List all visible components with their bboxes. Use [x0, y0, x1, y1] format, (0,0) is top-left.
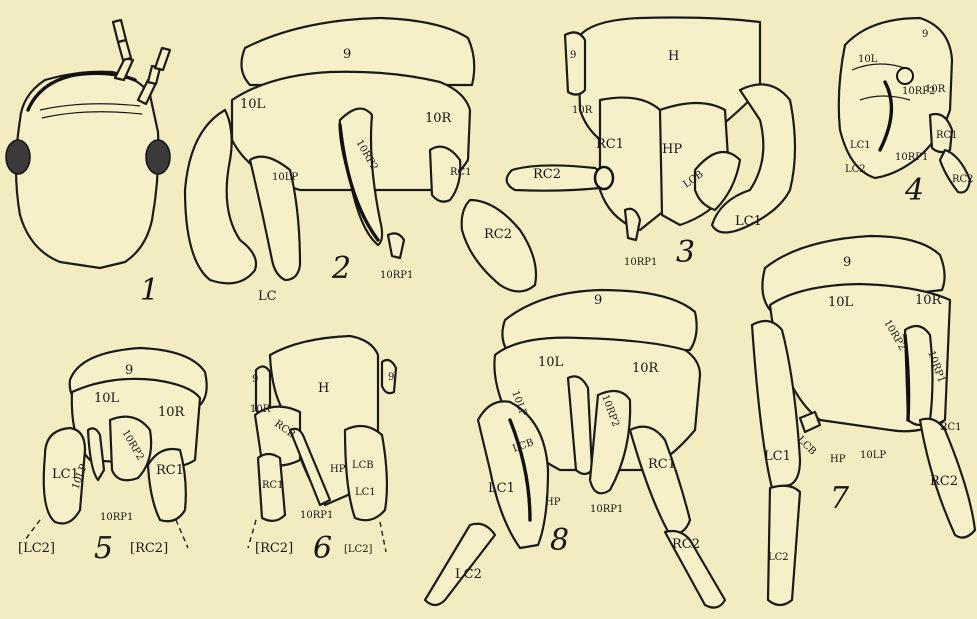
- fig7-label-RC2: RC2: [930, 474, 958, 489]
- fig6-label-9-left: 9: [252, 374, 258, 385]
- figure-4-number: 4: [904, 173, 924, 208]
- figure-7: 9 10L 10R 10RP2 10RP1 LCB HP 10LP LC1 RC…: [752, 236, 975, 605]
- fig2-label-9: 9: [343, 47, 351, 62]
- right-antenna: [138, 48, 170, 104]
- fig3-label-10R: 10R: [572, 105, 593, 116]
- fig8-label-RC1: RC1: [648, 457, 676, 472]
- fig6-label-RC2-bracket: [RC2]: [255, 541, 293, 556]
- fig4-label-LC2: LC2: [845, 164, 866, 175]
- fig7-label-10L: 10L: [828, 295, 854, 310]
- fig6-label-H: H: [318, 381, 329, 396]
- fig4-label-10R: 10R: [925, 84, 946, 95]
- fig5-label-RC1: RC1: [156, 463, 184, 478]
- fig7-label-9: 9: [843, 255, 851, 270]
- fig3-label-9: 9: [570, 50, 576, 61]
- fig6-label-HP: HP: [330, 464, 346, 475]
- figure-8: 9 10L 10R 10LP 10RP2 LCB HP 10RP1 LC1 RC…: [425, 290, 725, 608]
- fig6-label-LCB: LCB: [352, 460, 374, 471]
- fig3-label-H: H: [668, 49, 679, 64]
- figure-1-number: 1: [140, 273, 159, 308]
- fig2-label-10LP: 10LP: [272, 172, 298, 183]
- fig2-label-LC: LC: [258, 289, 277, 304]
- fig8-label-9: 9: [594, 293, 602, 308]
- fig3-label-RC1: RC1: [596, 137, 624, 152]
- fig5-label-10RP1: 10RP1: [100, 512, 133, 523]
- figure-1-head: 1: [6, 20, 170, 308]
- fig4-label-9: 9: [922, 29, 928, 40]
- fig8-label-LC2: LC2: [455, 567, 482, 582]
- fig2-label-10R: 10R: [425, 111, 453, 126]
- figure-3-number: 3: [676, 235, 695, 270]
- fig7-label-RC1: RC1: [940, 422, 962, 433]
- fig7-label-LC2: LC2: [768, 552, 789, 563]
- fig6-label-10R: 10R: [250, 404, 271, 415]
- figure-4: 9 10L 10RP2 10R LC1 LC2 10RP1 RC1 RC2 4: [839, 18, 974, 208]
- fig4-label-10L: 10L: [858, 54, 878, 65]
- fig4-label-RC1: RC1: [936, 130, 958, 141]
- fig8-label-LC1: LC1: [488, 481, 515, 496]
- fig5-label-9: 9: [125, 363, 133, 378]
- fig7-label-10R: 10R: [915, 293, 943, 308]
- fig5-label-LC2-bracket: [LC2]: [18, 541, 55, 556]
- fig8-label-RC2: RC2: [672, 537, 700, 552]
- left-antenna: [113, 20, 133, 80]
- figure-8-number: 8: [550, 523, 569, 558]
- figure-6-number: 6: [313, 531, 332, 566]
- fig6-label-10RP1: 10RP1: [300, 510, 333, 521]
- fig8-label-10L: 10L: [538, 355, 564, 370]
- figure-6: 9 9 H 10R RCB HP LCB RC1 10RP1 LC1 [RC2]…: [248, 336, 396, 566]
- fig3-label-HP: HP: [662, 142, 682, 157]
- fig4-label-10RP1: 10RP1: [895, 152, 928, 163]
- fig5-label-10R: 10R: [158, 405, 186, 420]
- fig6-label-LC1: LC1: [355, 487, 376, 498]
- fig8-label-HP: HP: [545, 497, 561, 508]
- figure-7-number: 7: [830, 481, 850, 516]
- fig3-label-RC2: RC2: [533, 167, 561, 182]
- fig6-label-LC2-bracket: [LC2]: [344, 544, 373, 555]
- figure-5: 9 10L 10R 10RP2 LC1 10LP 10RP1 RC1 [LC2]…: [18, 348, 207, 566]
- figure-2: 9 10L 10R 10LP 10RP2 RC1 RC2 LC 10RP1 2: [185, 18, 536, 304]
- fig3-label-LC1: LC1: [735, 214, 762, 229]
- figure-3: 9 H 10R RC1 RC2 HP LCB LC1 10RP1 3: [507, 18, 795, 271]
- fig4-label-RC2: RC2: [952, 174, 974, 185]
- fig4-label-LC1: LC1: [850, 140, 871, 151]
- fig6-label-RC1: RC1: [262, 480, 284, 491]
- figure-5-number: 5: [94, 531, 113, 566]
- fig7-label-HP: HP: [830, 454, 846, 465]
- fig2-label-10L: 10L: [240, 97, 266, 112]
- fig3-label-10RP1: 10RP1: [624, 257, 657, 268]
- fig5-label-10L: 10L: [94, 391, 120, 406]
- figure-2-number: 2: [331, 251, 351, 286]
- fig7-label-LC1: LC1: [764, 449, 791, 464]
- fig7-label-10LP: 10LP: [860, 450, 886, 461]
- fig5-label-RC2-bracket: [RC2]: [130, 541, 168, 556]
- fig8-label-10RP1: 10RP1: [590, 504, 623, 515]
- fig8-label-10R: 10R: [632, 361, 660, 376]
- fig6-label-9-right: 9: [388, 372, 394, 383]
- fig2-label-RC2: RC2: [484, 227, 512, 242]
- fig2-label-RC1: RC1: [450, 167, 472, 178]
- fig2-label-10RP1: 10RP1: [380, 270, 413, 281]
